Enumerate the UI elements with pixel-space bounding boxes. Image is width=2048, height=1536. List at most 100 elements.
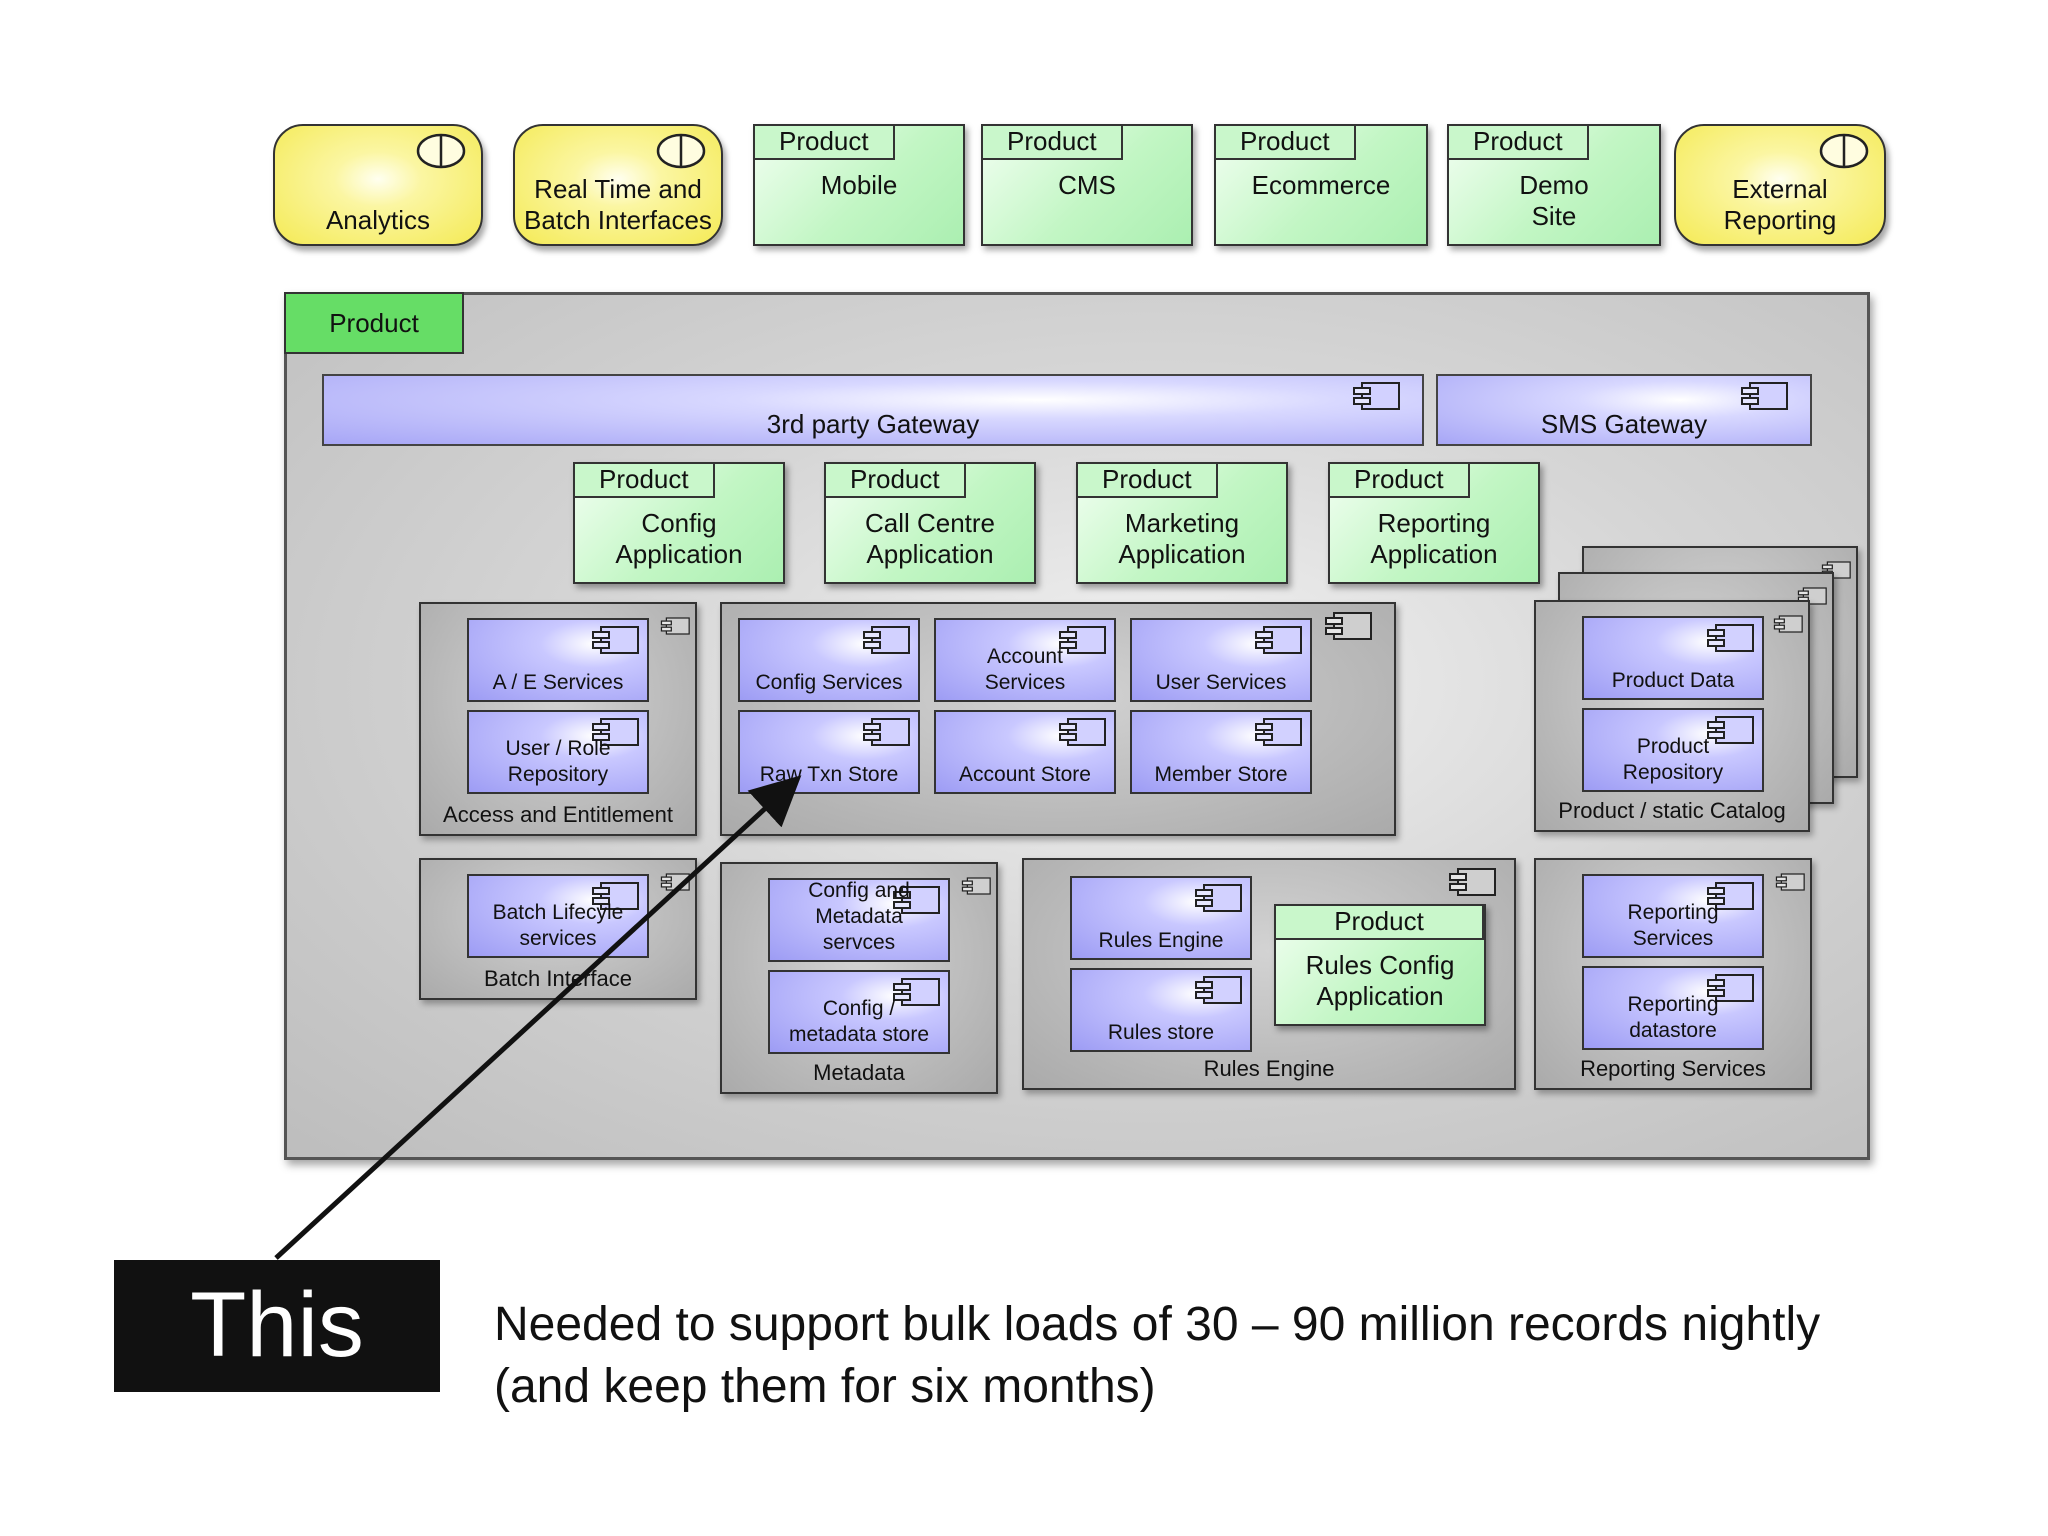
batch-lifecycle-services: Batch Lifecyle services [467,874,649,958]
component-icon [961,877,991,895]
user-role-repository: User / Role Repository [467,710,649,794]
product-tab: Product [575,464,715,498]
interface-icon [656,133,706,169]
gateway-label: SMS Gateway [1540,409,1708,439]
product-demo-site: Product Demo Site [1447,124,1661,246]
component-icon [660,873,690,891]
group-label: Metadata [813,1060,905,1085]
component-label: Member Store [1154,763,1288,786]
component-label: A / E Services [492,671,624,694]
product-tab: Product [1449,126,1589,160]
product-label: Demo Site [1519,170,1589,231]
reporting-datastore: Reporting datastore [1582,966,1764,1050]
component-icon [592,626,639,654]
interface-icon [416,133,466,169]
component-label: Product Repository [1622,735,1724,784]
product-tab: Product [1276,906,1484,940]
group-label: Rules Engine [1203,1056,1335,1081]
product-repository: Product Repository [1582,708,1764,792]
component-label: Raw Txn Store [759,763,899,786]
product-data: Product Data [1582,616,1764,700]
component-label: Batch Lifecyle services [492,901,624,950]
product-label: Mobile [820,170,898,200]
component-label: Config and Metadata servces [808,879,910,954]
group-label: Product / static Catalog [1558,798,1786,823]
component-icon [863,626,910,654]
ae-services: A / E Services [467,618,649,702]
product-cms: Product CMS [981,124,1193,246]
component-label: Rules store [1107,1021,1215,1044]
group-label: Access and Entitlement [443,802,673,827]
interface-label: Analytics [325,205,431,235]
component-icon [1449,868,1496,896]
component-label: Account Store [959,763,1091,786]
group-label: Reporting Services [1580,1056,1766,1081]
product-main-tab: Product [284,292,464,354]
interface-external-reporting: External Reporting [1674,124,1886,246]
product-tab: Product [983,126,1123,160]
component-label: Product Data [1611,669,1735,692]
interface-label: External Reporting [1723,174,1837,235]
component-icon [1707,624,1754,652]
product-tab: Product [1216,126,1356,160]
component-icon [1775,873,1805,891]
product-call-centre-application: Product Call Centre Application [824,462,1036,584]
component-icon [1773,615,1803,633]
interface-icon [1819,133,1869,169]
component-icon [1195,976,1242,1004]
rules-store: Rules store [1070,968,1252,1052]
product-label: Rules Config Application [1305,950,1455,1011]
interface-analytics: Analytics [273,124,483,246]
raw-txn-store: Raw Txn Store [738,710,920,794]
product-config-application: Product Config Application [573,462,785,584]
product-label: Ecommerce [1251,170,1391,200]
component-label: Config / metadata store [788,997,930,1046]
component-icon [1707,974,1754,1002]
component-icon [893,886,940,914]
product-rules-config-application: Product Rules Config Application [1274,904,1486,1026]
component-icon [1195,884,1242,912]
component-icon [1353,382,1400,410]
component-icon [592,718,639,746]
component-label: User / Role Repository [505,737,611,786]
config-metadata-services: Config and Metadata servces [768,878,950,962]
product-label: Reporting Application [1370,508,1498,569]
interface-label: Real Time and Batch Interfaces [524,174,712,235]
component-icon [1707,882,1754,910]
product-label: Call Centre Application [864,508,996,569]
component-icon [1741,382,1788,410]
component-label: Account Services [984,645,1066,694]
account-store: Account Store [934,710,1116,794]
sms-gateway: SMS Gateway [1436,374,1812,446]
product-mobile: Product Mobile [753,124,965,246]
component-icon [1325,612,1372,640]
product-label: Config Application [615,508,743,569]
component-icon [1255,718,1302,746]
user-services: User Services [1130,618,1312,702]
product-label: Marketing Application [1118,508,1246,569]
product-label: CMS [1058,170,1116,200]
gateway-label: 3rd party Gateway [766,409,980,439]
component-label: Config Services [755,671,903,694]
group-label: Batch Interface [484,966,632,991]
component-icon [1255,626,1302,654]
callout-label-box: This [114,1260,440,1392]
component-icon [1059,718,1106,746]
interface-realtime-batch: Real Time and Batch Interfaces [513,124,723,246]
rules-engine-component: Rules Engine [1070,876,1252,960]
member-store: Member Store [1130,710,1312,794]
config-services: Config Services [738,618,920,702]
component-label: User Services [1155,671,1287,694]
product-tab: Product [826,464,966,498]
account-services: Account Services [934,618,1116,702]
component-label: Reporting Services [1627,901,1719,950]
product-tab: Product [1078,464,1218,498]
reporting-services-component: Reporting Services [1582,874,1764,958]
product-tab: Product [755,126,895,160]
component-icon [1707,716,1754,744]
product-tab: Product [1330,464,1470,498]
callout-note: Needed to support bulk loads of 30 – 90 … [494,1298,1821,1413]
component-icon [893,978,940,1006]
component-label: Reporting datastore [1627,993,1719,1042]
component-icon [1059,626,1106,654]
